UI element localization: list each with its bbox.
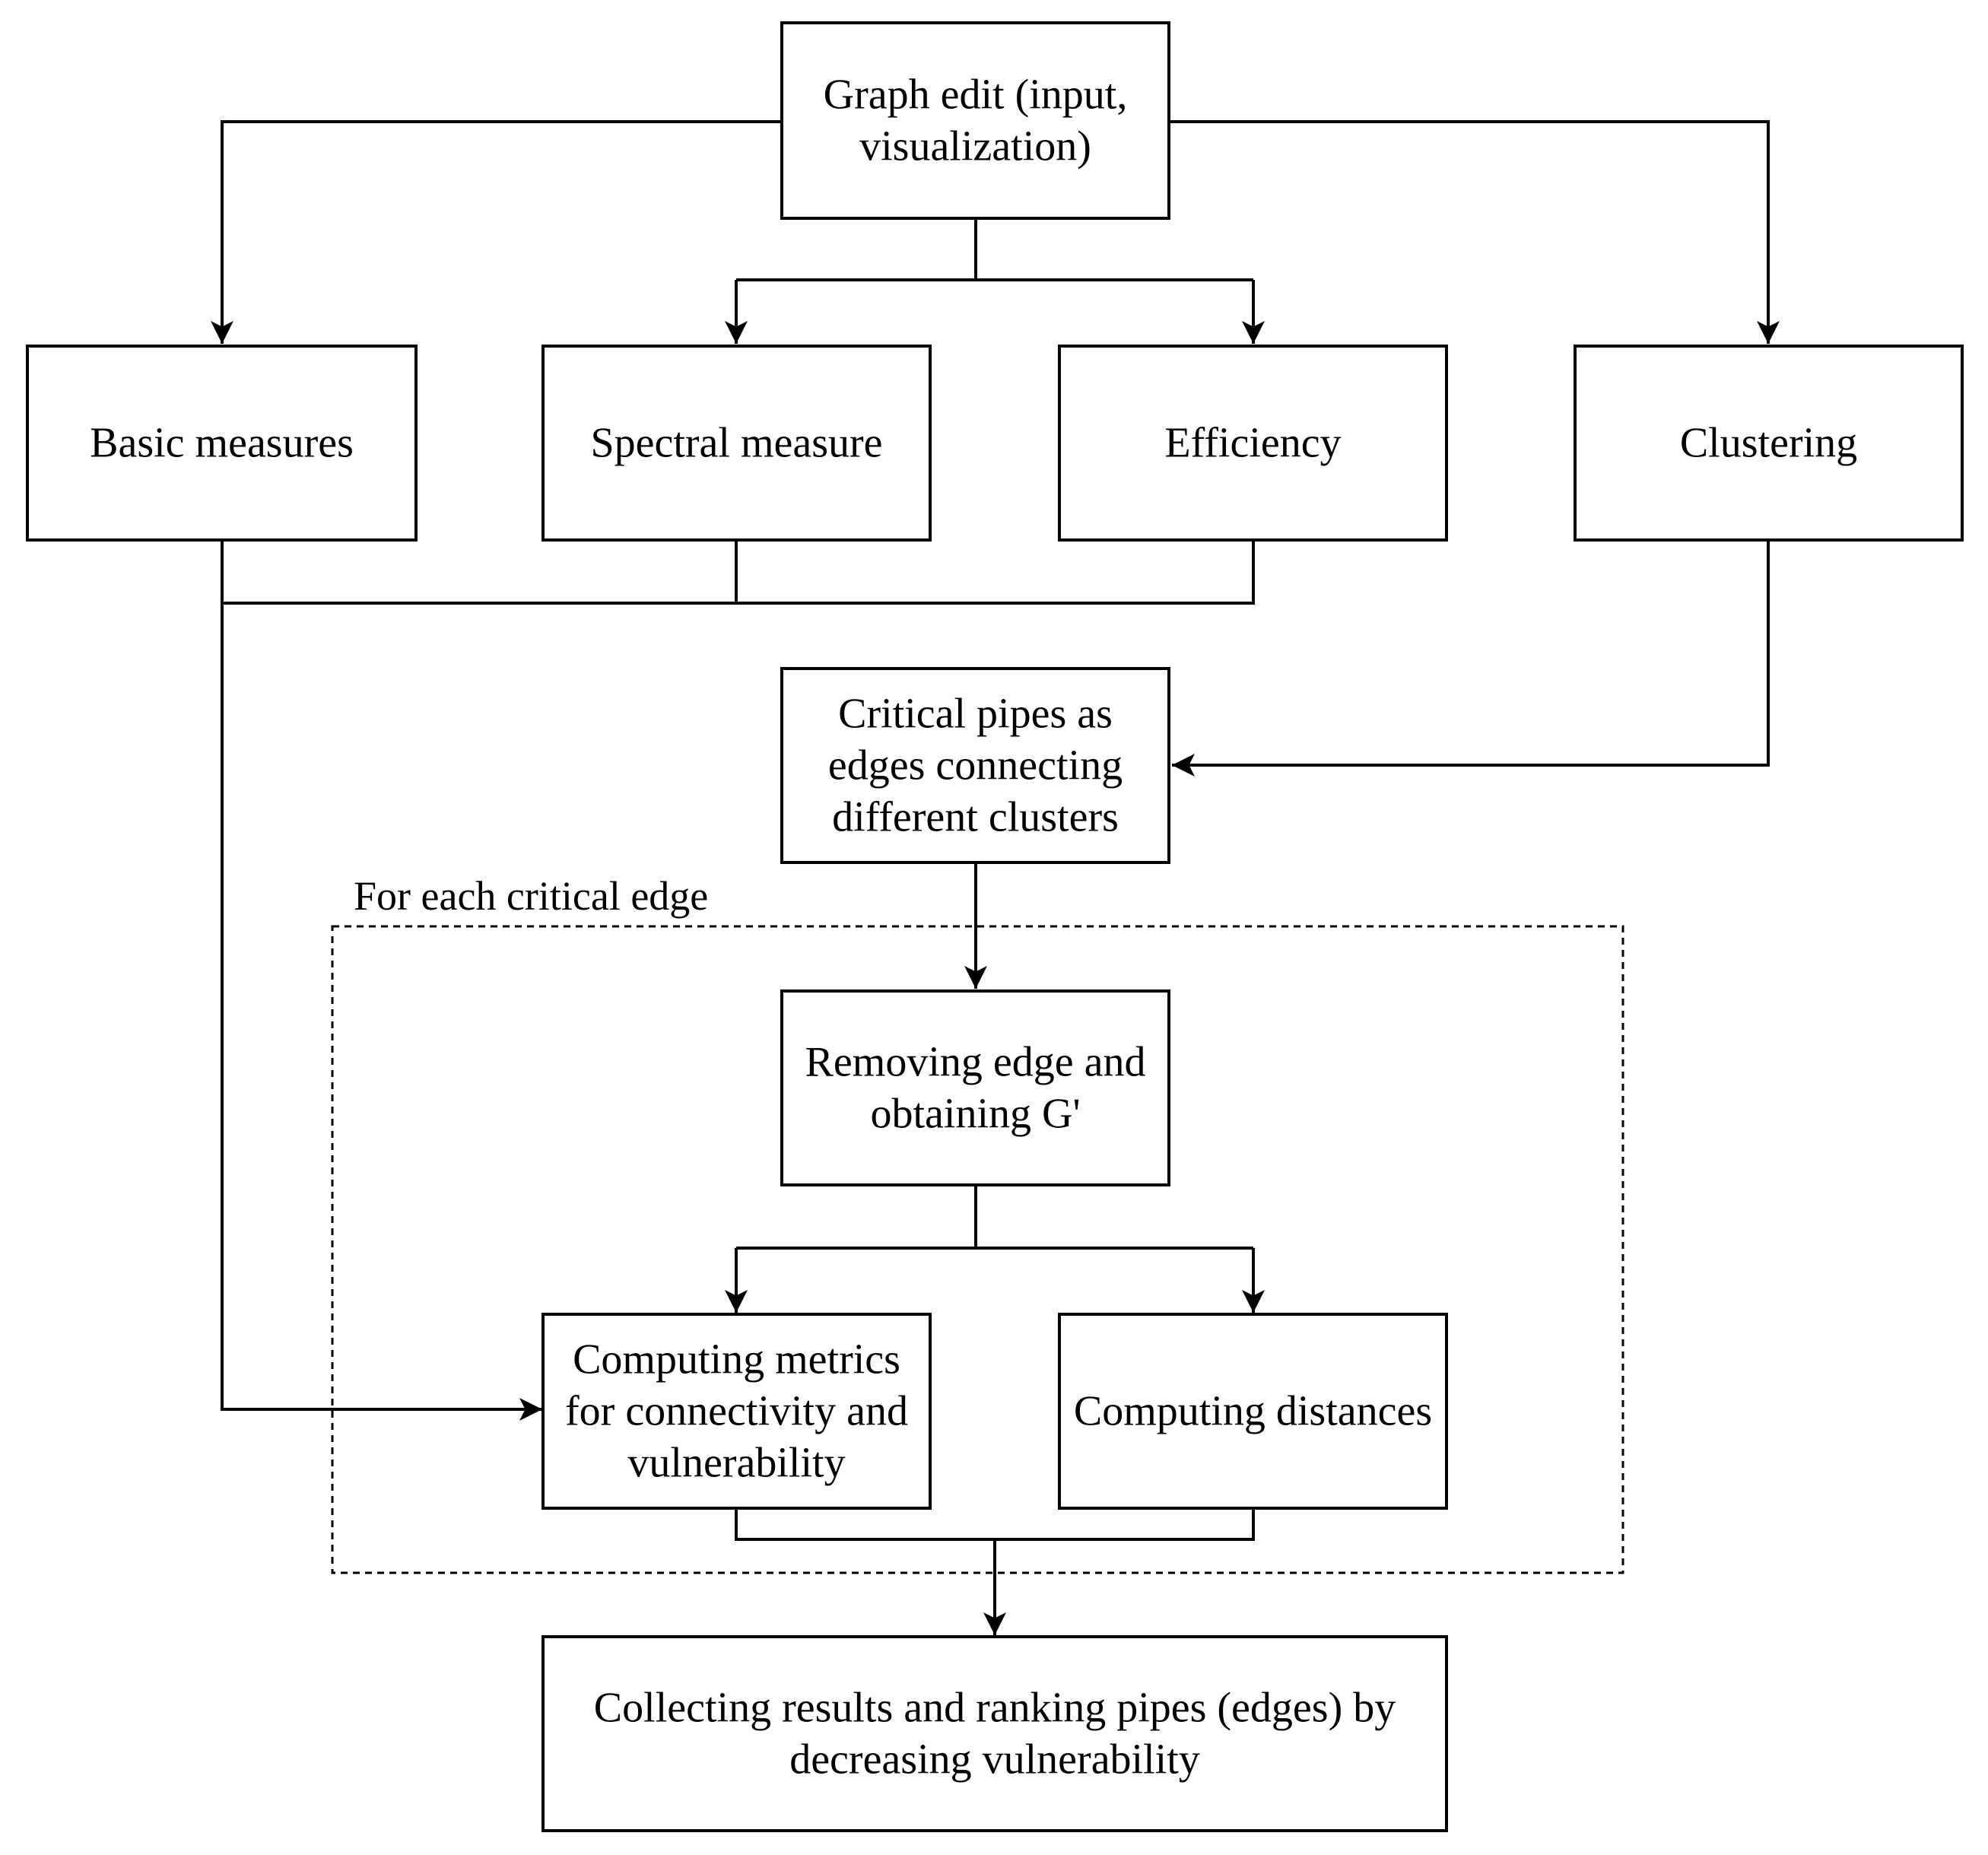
node-clustering: Clustering	[1574, 345, 1964, 542]
node-label-graph-edit-line-1: Graph edit (input,	[824, 71, 1128, 119]
node-label-basic-measures-line-1: Basic measures	[90, 420, 354, 467]
node-label-clustering-line-1: Clustering	[1680, 420, 1857, 467]
node-basic-measures: Basic measures	[26, 345, 418, 542]
edge-graph-edit-to-basic-measures	[211, 120, 782, 344]
node-label-spectral-measure-line-1: Spectral measure	[590, 420, 882, 467]
loop-label: For each critical edge	[354, 873, 708, 919]
node-box-removing-edge	[780, 989, 1170, 1186]
node-label-computing-metrics-line-1: Computing metrics	[573, 1336, 900, 1383]
loop-region	[331, 925, 1624, 1574]
edge-efficiency-to-merge	[222, 540, 1255, 605]
node-label-removing-edge-line-1: Removing edge and	[805, 1039, 1146, 1086]
node-label-computing-metrics-line-3: vulnerability	[627, 1440, 845, 1487]
node-box-spectral-measure	[541, 345, 932, 542]
node-label-collecting-results-line-2: decreasing vulnerability	[789, 1736, 1200, 1784]
node-label-graph-edit-line-2: visualization)	[859, 123, 1091, 170]
node-label-efficiency-line-1: Efficiency	[1164, 420, 1341, 467]
node-label-computing-metrics-line-2: for connectivity and	[565, 1388, 908, 1435]
nodes: Graph edit (input,visualization) Basic me…	[26, 21, 1964, 1832]
node-label-collecting-results-line-1: Collecting results and ranking pipes (ed…	[594, 1685, 1396, 1732]
edge-computing-metrics-to-merge	[735, 1508, 1255, 1541]
node-label-computing-distances-line-1: Computing distances	[1074, 1388, 1432, 1435]
node-computing-metrics: Computing metrics for connectivity and vul…	[541, 1313, 932, 1510]
node-box-graph-edit	[780, 21, 1170, 220]
node-box-basic-measures	[26, 345, 418, 542]
node-label-critical-pipes-line-3: different clusters	[832, 794, 1119, 841]
edge-basic-measures-to-computing-metrics	[221, 540, 542, 1421]
node-removing-edge: Removing edge and obtaining G'	[780, 989, 1170, 1186]
node-box-computing-distances	[1058, 1313, 1448, 1510]
connectors	[211, 120, 1780, 1635]
node-box-efficiency	[1058, 345, 1448, 542]
node-box-computing-metrics	[541, 1313, 932, 1510]
edge-clustering-to-critical-pipes	[1172, 540, 1770, 777]
node-box-collecting-results	[541, 1635, 1448, 1832]
node-label-critical-pipes-line-2: edges connecting	[828, 742, 1123, 789]
node-label-critical-pipes-line-1: Critical pipes as	[838, 691, 1113, 738]
node-collecting-results: Collecting results and ranking pipes (ed…	[541, 1635, 1448, 1832]
node-spectral-measure: Spectral measure	[541, 345, 932, 542]
node-box-clustering	[1574, 345, 1964, 542]
node-efficiency: Efficiency	[1058, 345, 1448, 542]
node-computing-distances: Computing distances	[1058, 1313, 1448, 1510]
node-graph-edit: Graph edit (input,visualization)	[780, 21, 1170, 220]
node-label-removing-edge-line-2: obtaining G'	[870, 1091, 1080, 1138]
node-box-critical-pipes	[780, 667, 1170, 864]
edge-graph-edit-to-clustering	[1169, 120, 1780, 344]
